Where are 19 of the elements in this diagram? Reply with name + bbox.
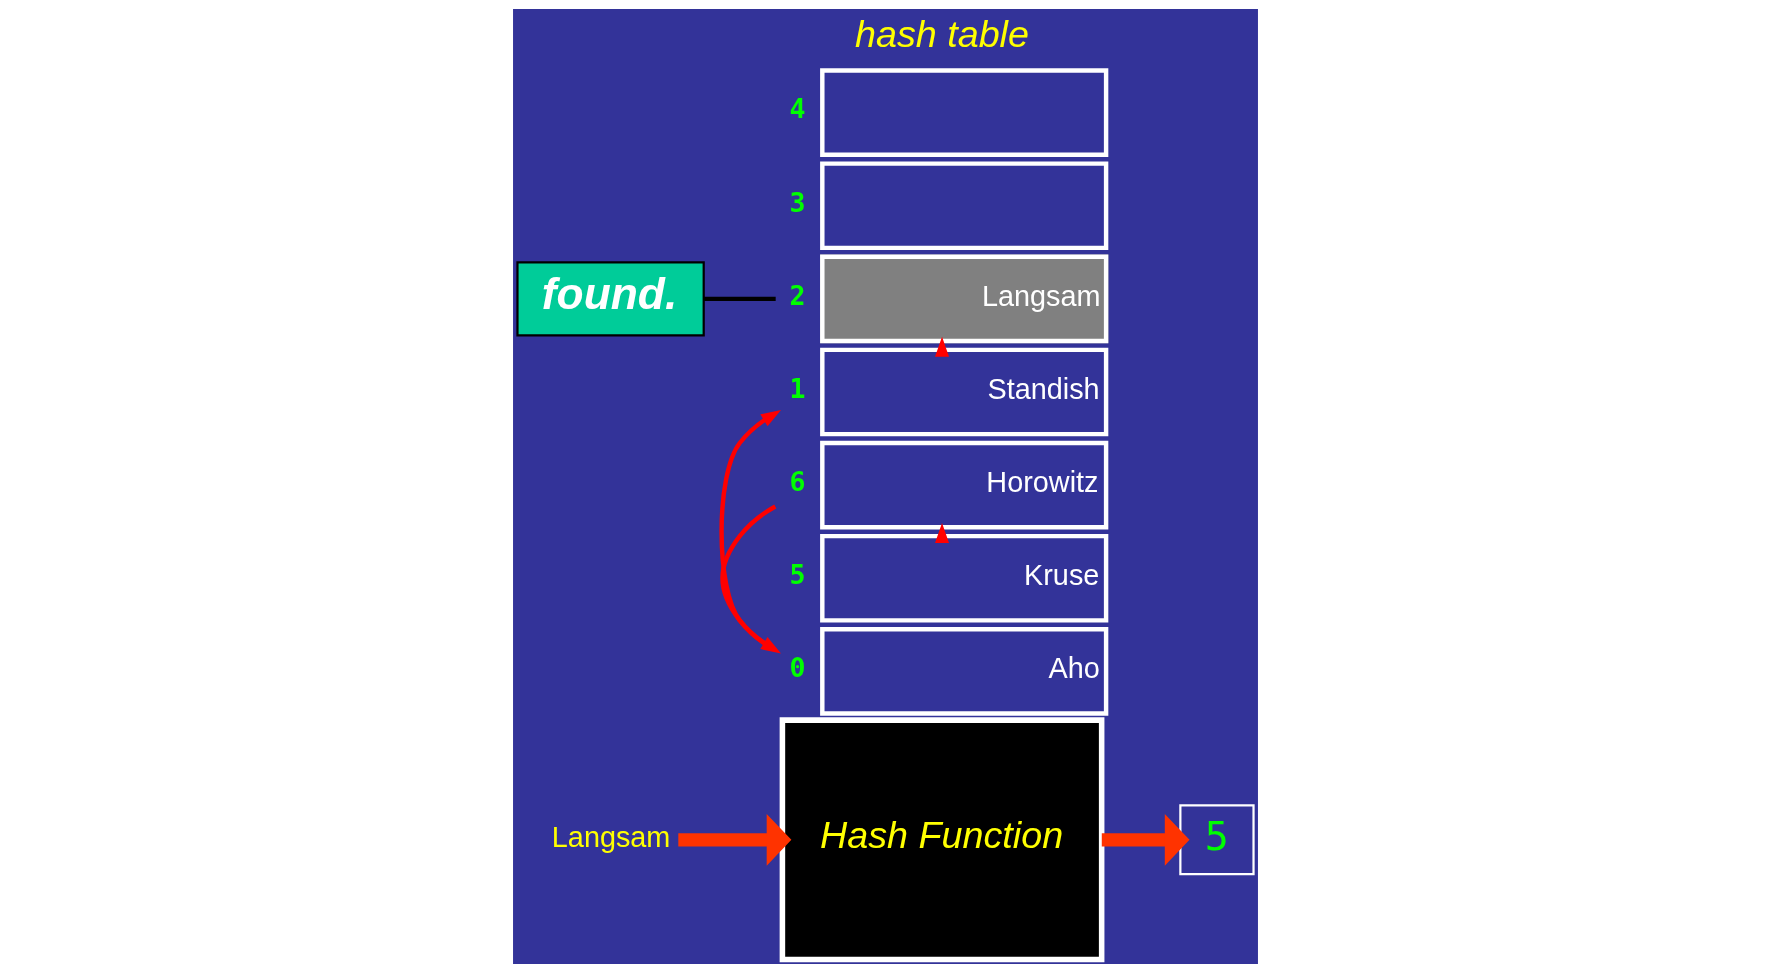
arrow	[1101, 813, 1190, 866]
node-label: 0	[789, 651, 806, 683]
node-text: Langsam	[551, 820, 671, 853]
node-label: 5	[789, 558, 806, 590]
node-label: 1	[789, 372, 806, 404]
node-label: 3	[789, 186, 806, 218]
node-label: 4	[789, 92, 806, 124]
node-box: 5	[1179, 803, 1255, 875]
node-label: 2	[789, 279, 806, 311]
node-label: 6	[789, 465, 806, 497]
arrow	[719, 409, 782, 652]
arrow	[935, 336, 950, 357]
label: hash table	[855, 12, 1029, 55]
connector	[703, 296, 776, 301]
arrow	[678, 813, 792, 866]
node-box: found.	[516, 260, 705, 337]
arrow	[935, 522, 950, 543]
arrow	[720, 504, 782, 653]
node-box: Hash Function	[779, 716, 1105, 962]
